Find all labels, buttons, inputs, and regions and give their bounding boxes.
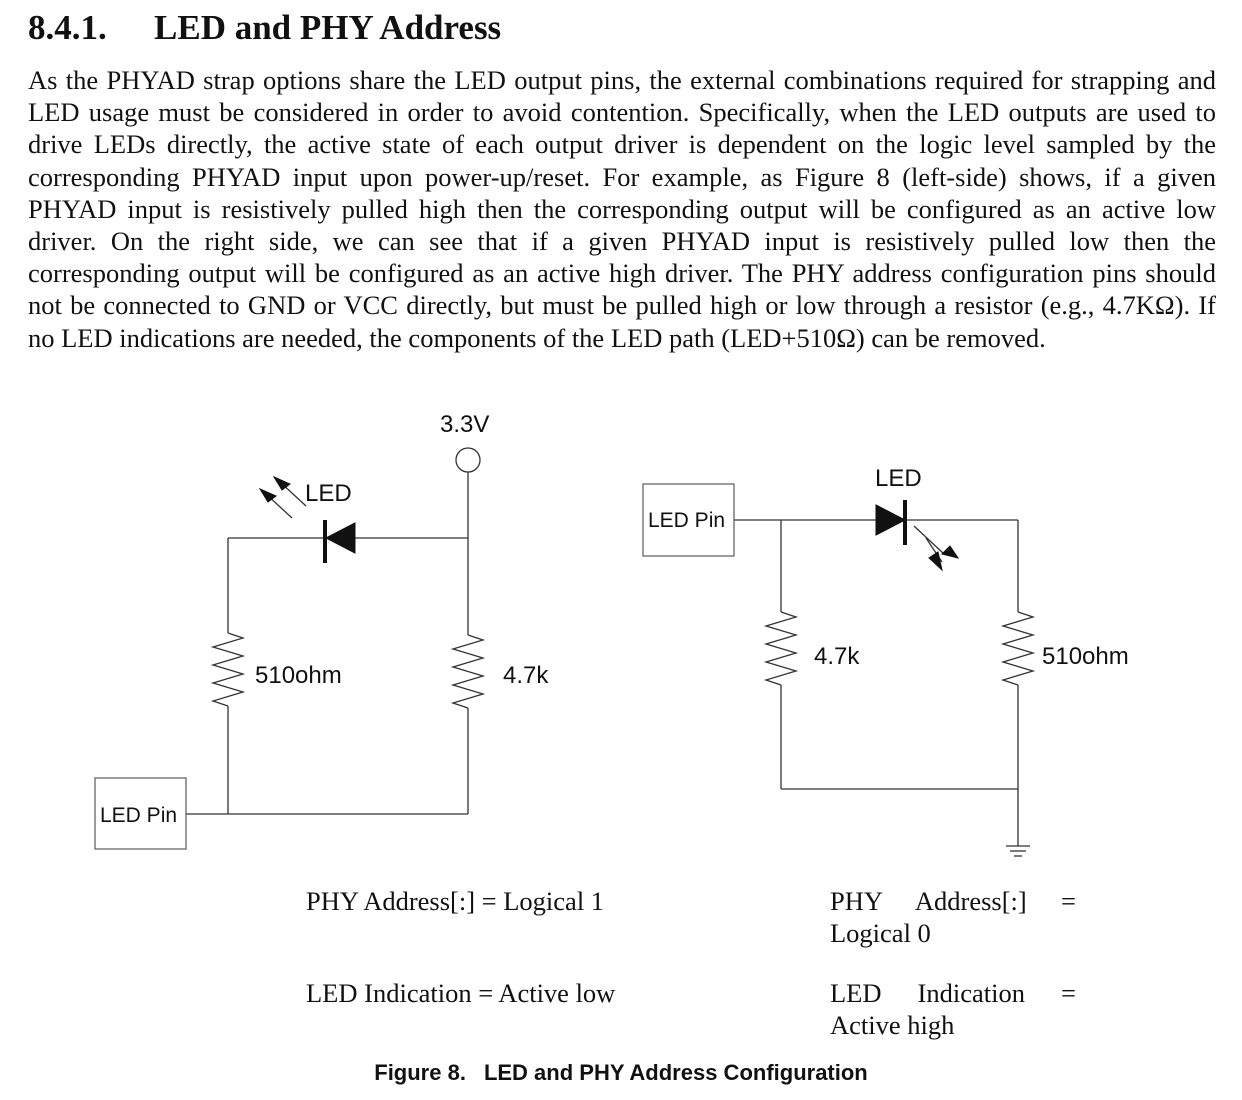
ground-symbol (1006, 845, 1030, 857)
section-number: 8.4.1. (28, 8, 107, 47)
figure-caption: Figure 8. LED and PHY Address Configurati… (0, 1060, 1242, 1086)
section-title: LED and PHY Address (154, 8, 502, 47)
led-pin-box-left (94, 777, 187, 850)
led-label-left: LED (305, 480, 352, 507)
body-paragraph: As the PHYAD strap options share the LED… (28, 65, 1216, 353)
resistor-510-left (210, 632, 246, 707)
supply-terminal (455, 447, 481, 473)
circuit-diagram: 3.3V LED 510ohm 4.7k LED Pin LED Pin LED… (94, 411, 1129, 857)
left-indication-caption: LED Indication = Active low (306, 978, 616, 1008)
section-heading: 8.4.1. LED and PHY Address (28, 8, 501, 48)
resistor-4k7-left (450, 634, 486, 709)
resistor-label-510-left: 510ohm (255, 662, 342, 689)
resistor-label-4k7-left: 4.7k (503, 662, 549, 689)
figure-label: Figure 8. (374, 1060, 466, 1085)
resistor-4k7-right (763, 611, 799, 686)
right-address-caption: PHY Address[:] = Logical 0 (830, 885, 1076, 949)
figure-title: LED and PHY Address Configuration (483, 1060, 868, 1085)
led-pin-label-left: LED Pin (100, 804, 177, 827)
right-indication-line1: LED Indication = (830, 978, 1076, 1008)
right-address-line1: PHY Address[:] = (830, 886, 1076, 916)
left-address-caption: PHY Address[:] = Logical 1 (306, 886, 605, 916)
led-label-right: LED (875, 465, 922, 492)
led-pin-label-right: LED Pin (648, 509, 725, 532)
supply-label: 3.3V (440, 411, 489, 438)
resistor-label-4k7-right: 4.7k (814, 643, 860, 670)
resistor-label-510-right: 510ohm (1042, 643, 1129, 670)
led-icon-left (258, 475, 356, 563)
right-indication-line2: Active high (830, 1010, 955, 1040)
right-indication-caption: LED Indication = Active high (830, 977, 1076, 1041)
resistor-510-right (1000, 611, 1036, 686)
led-icon-right (875, 500, 960, 572)
right-address-line2: Logical 0 (830, 918, 931, 948)
